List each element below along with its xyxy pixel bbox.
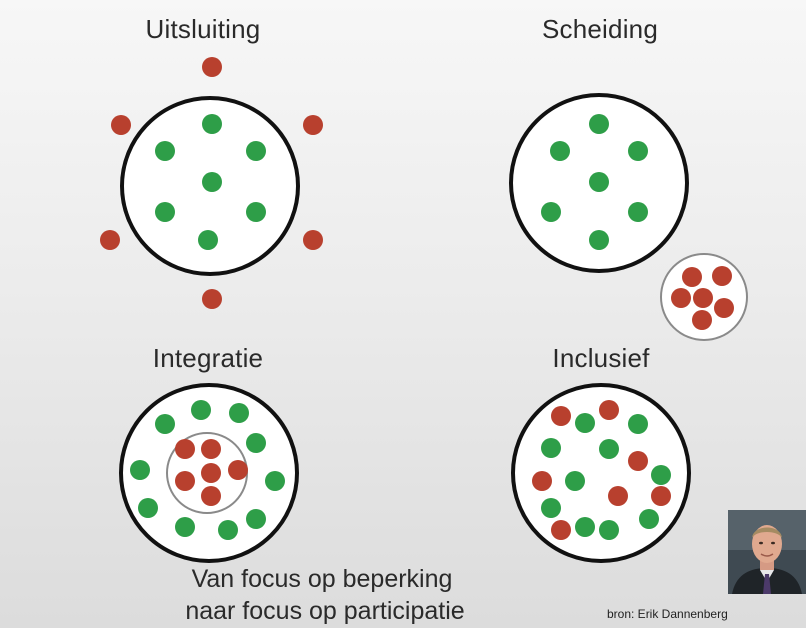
- red-dot: [682, 267, 702, 287]
- green-dot: [155, 141, 175, 161]
- green-dot: [628, 202, 648, 222]
- green-dot: [246, 433, 266, 453]
- red-dot: [100, 230, 120, 250]
- red-dot: [201, 486, 221, 506]
- red-dot: [532, 471, 552, 491]
- red-dot: [714, 298, 734, 318]
- green-dot: [589, 230, 609, 250]
- green-dot: [599, 439, 619, 459]
- green-dot: [599, 520, 619, 540]
- green-dot: [589, 114, 609, 134]
- green-dot: [575, 517, 595, 537]
- red-dot: [201, 463, 221, 483]
- caption-line-2: naar focus op participatie: [185, 597, 465, 625]
- red-dot: [693, 288, 713, 308]
- red-dot: [599, 400, 619, 420]
- green-dot: [589, 172, 609, 192]
- caption-line-1: Van focus op beperking: [191, 565, 453, 593]
- green-dot: [218, 520, 238, 540]
- red-dot: [111, 115, 131, 135]
- green-dot: [229, 403, 249, 423]
- green-dot: [565, 471, 585, 491]
- red-dot: [608, 486, 628, 506]
- green-dot: [138, 498, 158, 518]
- author-photo: [728, 510, 806, 594]
- green-dot: [202, 114, 222, 134]
- red-dot: [303, 115, 323, 135]
- title-uitsluiting: Uitsluiting: [145, 14, 261, 44]
- red-dot: [651, 486, 671, 506]
- green-dot: [541, 498, 561, 518]
- green-dot: [541, 202, 561, 222]
- red-dot: [551, 406, 571, 426]
- red-dot: [671, 288, 691, 308]
- green-dot: [639, 509, 659, 529]
- green-dot: [550, 141, 570, 161]
- green-dot: [202, 172, 222, 192]
- source-credit: bron: Erik Dannenberg: [607, 607, 728, 621]
- red-dot: [175, 439, 195, 459]
- green-dot: [155, 414, 175, 434]
- green-dot: [265, 471, 285, 491]
- red-dot: [712, 266, 732, 286]
- green-dot: [246, 509, 266, 529]
- red-dot: [175, 471, 195, 491]
- red-dot: [228, 460, 248, 480]
- title-inclusief: Inclusief: [552, 343, 650, 373]
- green-dot: [198, 230, 218, 250]
- green-dot: [175, 517, 195, 537]
- title-scheiding: Scheiding: [542, 14, 658, 44]
- green-dot: [246, 202, 266, 222]
- red-dot: [202, 57, 222, 77]
- red-dot: [692, 310, 712, 330]
- green-dot: [628, 141, 648, 161]
- green-dot: [541, 438, 561, 458]
- red-dot: [202, 289, 222, 309]
- green-dot: [246, 141, 266, 161]
- red-dot: [303, 230, 323, 250]
- green-dot: [191, 400, 211, 420]
- green-dot: [155, 202, 175, 222]
- green-dot: [130, 460, 150, 480]
- green-dot: [651, 465, 671, 485]
- red-dot: [628, 451, 648, 471]
- green-dot: [575, 413, 595, 433]
- green-dot: [628, 414, 648, 434]
- title-integratie: Integratie: [152, 343, 264, 373]
- red-dot: [551, 520, 571, 540]
- red-dot: [201, 439, 221, 459]
